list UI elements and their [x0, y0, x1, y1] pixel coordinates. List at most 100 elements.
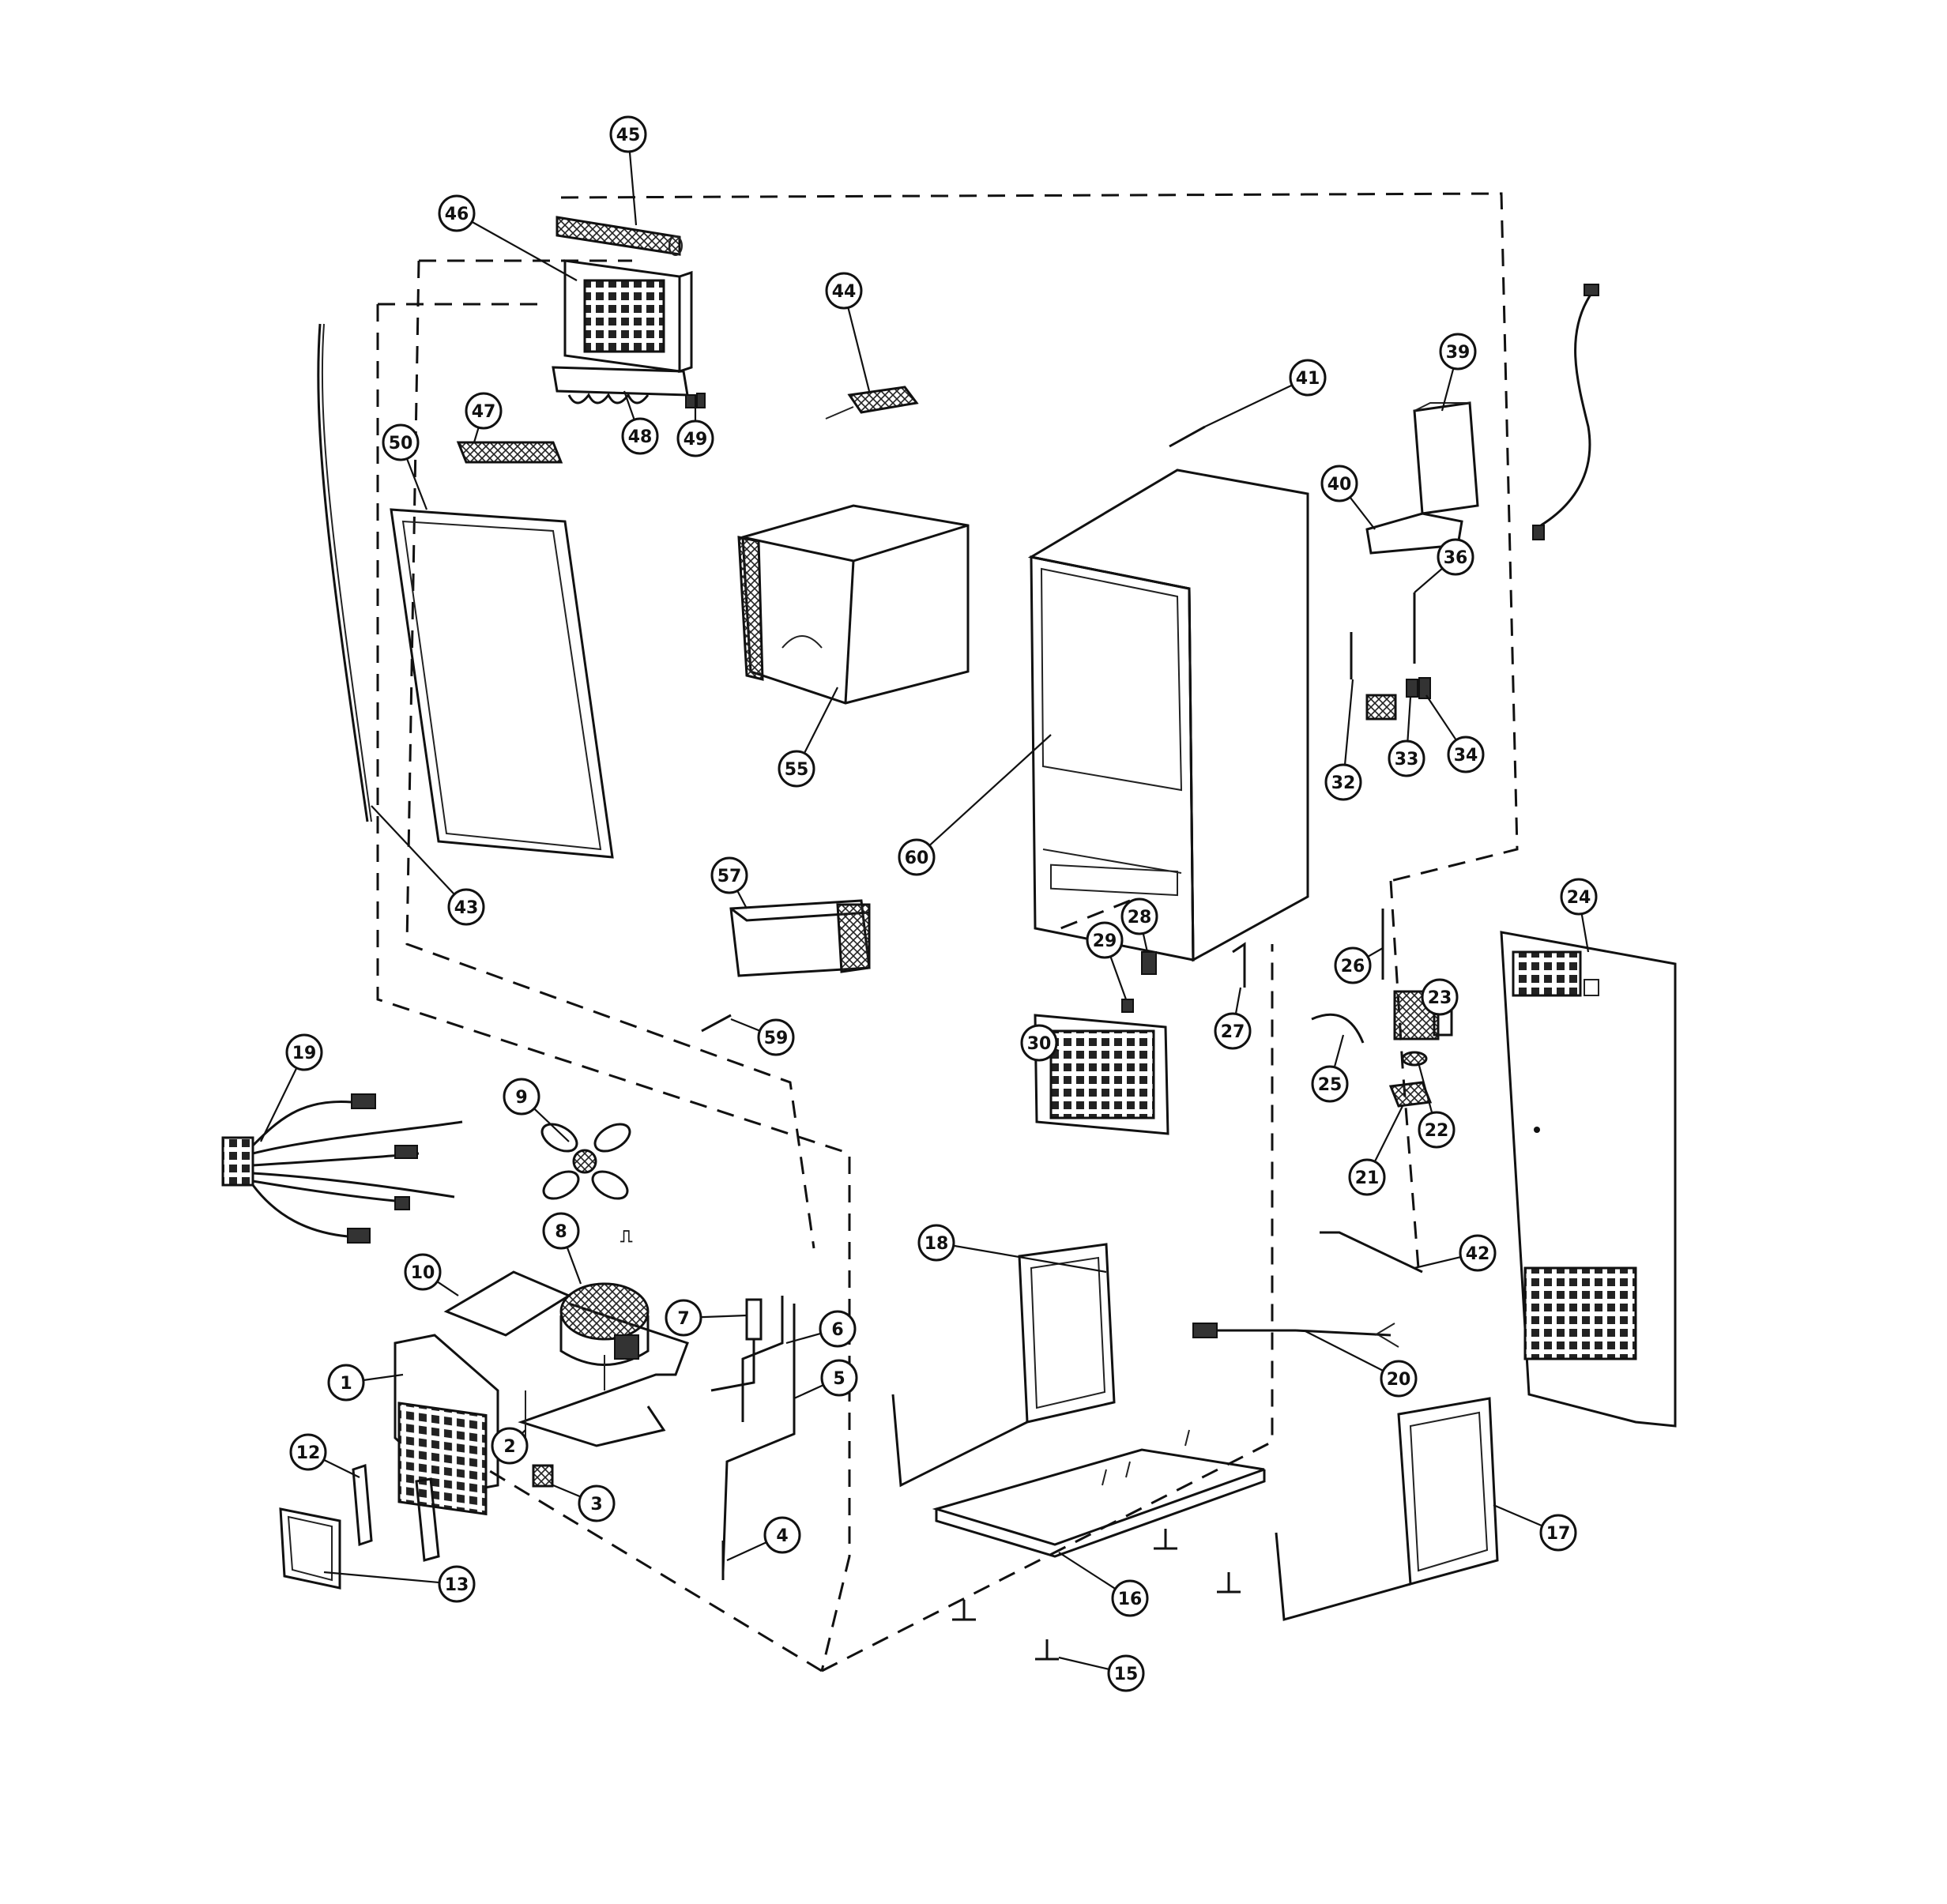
leader-line-29 [1109, 956, 1128, 1000]
callout-label-48: 48 [628, 427, 653, 447]
callout-label-26: 26 [1341, 957, 1365, 976]
part-30-front-grille [1034, 1014, 1169, 1135]
callout-circle-49 [676, 420, 714, 457]
leader-line-9 [533, 1108, 570, 1142]
callout-circle-43 [447, 888, 485, 926]
callout-57: 57 [710, 856, 748, 909]
callout-circle-57 [710, 856, 748, 894]
part-6-capillary-tube [741, 1296, 784, 1422]
part-42-water-line [1320, 1231, 1423, 1274]
leader-line-46 [471, 220, 578, 281]
callout-label-41: 41 [1296, 369, 1320, 389]
part-28-switch [1141, 951, 1157, 975]
callout-label-12: 12 [296, 1443, 321, 1463]
callout-label-18: 18 [925, 1234, 949, 1254]
leader-line-45 [628, 151, 638, 226]
part-33-valve [1406, 679, 1418, 698]
callout-5: 5 [793, 1359, 858, 1400]
callout-40: 40 [1320, 465, 1376, 530]
callout-circle-6 [819, 1310, 857, 1348]
part-16-base [932, 1429, 1266, 1558]
callout-label-24: 24 [1567, 888, 1591, 908]
leader-line-18 [953, 1244, 1107, 1274]
callout-circle-2 [491, 1427, 529, 1465]
leader-line-19 [260, 1067, 298, 1142]
callout-circle-20 [1380, 1360, 1418, 1398]
leader-line-10 [436, 1281, 459, 1296]
leader-line-20 [1303, 1330, 1384, 1372]
callout-circle-44 [825, 272, 863, 310]
callout-circle-12 [289, 1433, 327, 1471]
callout-layer: 1234567891012131516171819202122232425262… [260, 115, 1598, 1692]
callout-circle-32 [1324, 763, 1362, 801]
callout-circle-42 [1459, 1234, 1497, 1272]
callout-circle-50 [382, 423, 420, 461]
leader-line-26 [1367, 947, 1384, 958]
callout-45: 45 [609, 115, 647, 226]
callout-label-1: 1 [340, 1374, 352, 1394]
part-55-ice-bin [737, 504, 970, 705]
callout-label-29: 29 [1093, 931, 1117, 951]
callout-label-40: 40 [1328, 475, 1352, 495]
callout-label-46: 46 [445, 205, 469, 224]
callout-42: 42 [1414, 1234, 1497, 1272]
callout-circle-25 [1311, 1065, 1349, 1103]
callout-label-2: 2 [503, 1437, 515, 1457]
part-50-door [390, 508, 614, 859]
callout-label-43: 43 [454, 898, 479, 918]
callout-label-34: 34 [1454, 746, 1478, 766]
leader-line-43 [371, 805, 455, 895]
callout-6: 6 [785, 1310, 857, 1348]
callout-circle-24 [1560, 878, 1598, 916]
callout-circle-19 [285, 1033, 323, 1071]
leader-line-57 [736, 890, 748, 909]
callout-30: 30 [1020, 1024, 1060, 1062]
callout-label-27: 27 [1221, 1022, 1245, 1042]
callout-20: 20 [1303, 1330, 1418, 1398]
part-13-fan-shroud [279, 1507, 341, 1590]
callout-circle-9 [503, 1078, 540, 1116]
callout-circle-1 [327, 1364, 365, 1402]
callout-label-59: 59 [764, 1029, 789, 1048]
callout-circle-47 [465, 392, 503, 430]
callout-label-7: 7 [677, 1309, 689, 1329]
part-43-door-gasket [317, 323, 372, 822]
leader-line-13 [323, 1571, 440, 1584]
leader-line-39 [1440, 367, 1455, 412]
part-45-ice-ejector-rod [555, 216, 683, 256]
callout-59: 59 [730, 1018, 795, 1056]
callout-circle-10 [404, 1253, 442, 1291]
callout-circle-27 [1214, 1012, 1252, 1050]
callout-label-23: 23 [1428, 988, 1452, 1008]
callout-18: 18 [917, 1224, 1107, 1274]
part-39-control-box [1413, 401, 1479, 515]
symbol-mark: ⎍ [620, 1227, 633, 1247]
callout-label-22: 22 [1425, 1121, 1449, 1141]
leader-line-3 [552, 1484, 582, 1498]
callout-29: 29 [1086, 921, 1128, 1000]
assembly-dashed-lines [376, 192, 1519, 1673]
part-47-bracket [456, 441, 563, 464]
callout-12: 12 [289, 1433, 360, 1478]
leader-line-17 [1493, 1503, 1543, 1527]
part-59-pin [701, 1014, 732, 1033]
part-46-evaporator [563, 259, 693, 374]
leader-line-7 [700, 1314, 748, 1319]
callout-41: 41 [1204, 359, 1327, 427]
part-32-pump-motor [1350, 632, 1397, 721]
callout-label-33: 33 [1395, 750, 1419, 770]
callout-circle-17 [1539, 1514, 1577, 1552]
part-49-clip [685, 393, 706, 408]
callout-3: 3 [552, 1484, 616, 1522]
callout-circle-36 [1437, 538, 1474, 576]
leader-line-60 [928, 734, 1052, 846]
callout-label-13: 13 [445, 1575, 469, 1595]
callout-circle-33 [1388, 739, 1425, 777]
leader-line-6 [785, 1332, 822, 1345]
part-18-front-frame [891, 1243, 1116, 1488]
leader-line-24 [1580, 913, 1590, 953]
callout-circle-40 [1320, 465, 1358, 502]
leader-line-21 [1373, 1105, 1403, 1162]
leader-line-15 [1058, 1656, 1109, 1671]
